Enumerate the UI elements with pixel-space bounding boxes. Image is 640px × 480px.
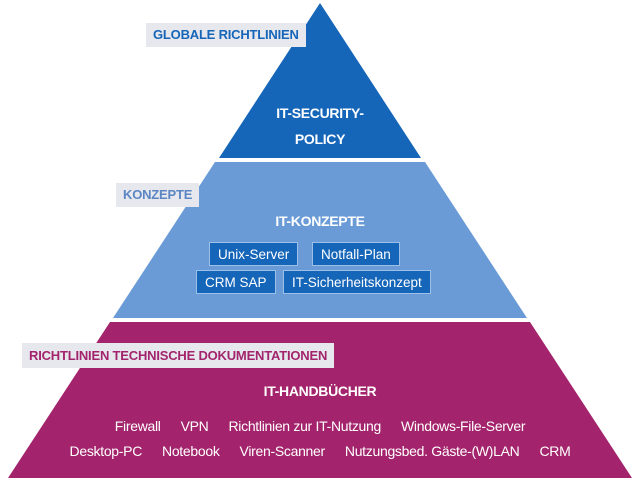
- manual-item: Nutzungsbed. Gäste-(W)LAN: [344, 443, 520, 459]
- tier-label-concepts: KONZEPTE: [116, 183, 200, 207]
- concept-chip-emergency-plan: Notfall-Plan: [312, 242, 400, 266]
- concept-chip-crm-sap: CRM SAP: [196, 270, 276, 294]
- manual-item: Desktop-PC: [69, 443, 143, 459]
- manual-items-row-2: Desktop-PC Notebook Viren-Scanner Nutzun…: [12, 441, 628, 461]
- manual-item: Windows-File-Server: [401, 418, 526, 434]
- pyramid-tier-top: [219, 3, 421, 158]
- manual-item: VPN: [180, 418, 209, 434]
- tier-title-line: POLICY: [294, 131, 346, 147]
- tier-title-it-manuals: IT-HANDBÜCHER: [263, 383, 377, 399]
- tier-label-global-policies: GLOBALE RICHTLINIEN: [146, 23, 306, 47]
- concept-chip-security-concept: IT-Sicherheitskonzept: [283, 270, 431, 294]
- manual-item: Viren-Scanner: [239, 443, 326, 459]
- tier-title-it-security-policy: IT-SECURITY- POLICY: [250, 100, 390, 152]
- manual-item: Richtlinien zur IT-Nutzung: [228, 418, 382, 434]
- tier-label-technical-documentation: RICHTLINIEN TECHNISCHE DOKUMENTATIONEN: [22, 343, 335, 368]
- manual-item: Firewall: [114, 418, 161, 434]
- concept-chip-unix-server: Unix-Server: [209, 242, 299, 266]
- manual-items-row-1: Firewall VPN Richtlinien zur IT-Nutzung …: [40, 416, 600, 436]
- tier-title-line: IT-SECURITY-: [276, 105, 364, 121]
- tier-title-it-concepts: IT-KONZEPTE: [275, 213, 365, 229]
- manual-item: CRM: [539, 443, 571, 459]
- manual-item: Notebook: [162, 443, 220, 459]
